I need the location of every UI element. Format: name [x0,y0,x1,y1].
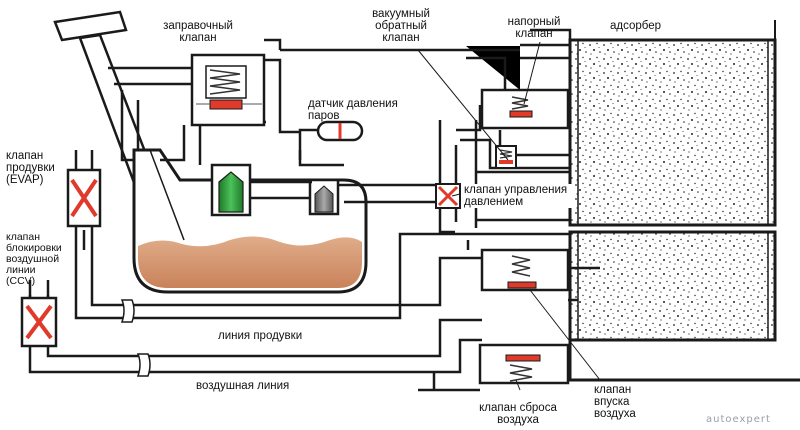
filler-valve-label: заправочный клапан [163,20,233,44]
vacuum-check-valve-label: вакуумный обратный клапан [372,8,430,44]
air-relief-valve [478,343,570,385]
filler-valve [190,53,266,127]
canister-feed-lines [264,38,570,228]
air-line-label: воздушная линия [196,380,290,392]
watermark: autoexpert [706,414,771,425]
fuel-tank [132,148,368,294]
adsorber-label: адсорбер [610,20,662,32]
line-breaks [120,299,151,377]
pressure-valve-label: напорный клапан [507,16,561,40]
vent-shutoff-valve-label: клапан блокировки воздушной линии (CCV) [6,231,62,287]
purge-valve-evap [66,168,102,228]
vapor-pressure-sensor-label: датчик давления паров [308,98,398,122]
air-inlet-valve-label: клапан впуска воздуха [594,384,636,420]
pressure-control-valve-label: клапан управления давлением [464,184,574,208]
green-rollover-valve [210,163,252,217]
leader-lines [417,41,601,391]
gray-valve [308,178,340,216]
purge-valve-label: клапан продувки (EVAP) [6,150,55,186]
air-inlet-valve [480,248,570,292]
vent-pipes [108,58,570,234]
purge-line-label: линия продувки [218,330,303,342]
pressure-control-valve [435,183,461,209]
pressure-valve [466,46,570,130]
fuel-level [138,236,362,288]
vapor-pressure-sensor [298,120,364,160]
air-relief-valve-label: клапан сброса воздуха [479,402,557,426]
adsorber-canister [530,20,800,382]
vent-shutoff-valve-ccv [20,296,58,348]
